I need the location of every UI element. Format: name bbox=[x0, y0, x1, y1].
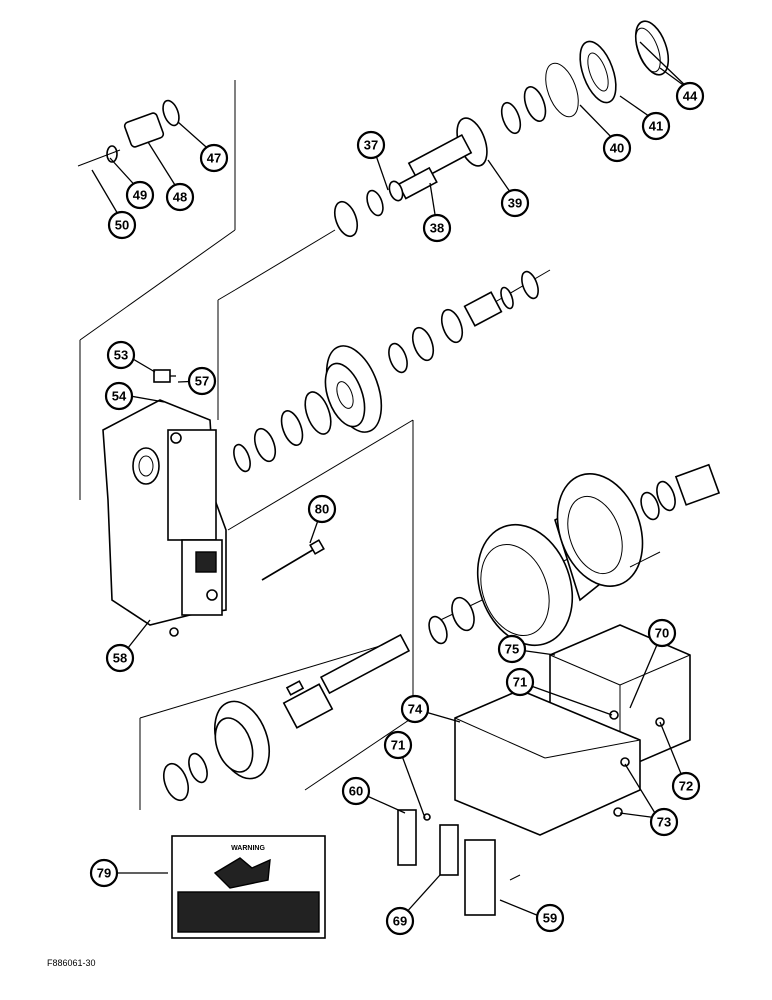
svg-text:44: 44 bbox=[683, 89, 698, 104]
svg-text:59: 59 bbox=[543, 911, 557, 926]
callout-49: 49 bbox=[125, 180, 155, 210]
svg-text:71: 71 bbox=[391, 738, 405, 753]
callout-57: 57 bbox=[187, 366, 217, 396]
svg-text:57: 57 bbox=[195, 374, 209, 389]
yoke-assembly bbox=[77, 99, 180, 167]
svg-text:37: 37 bbox=[364, 138, 378, 153]
svg-text:69: 69 bbox=[393, 914, 407, 929]
svg-text:74: 74 bbox=[408, 702, 423, 717]
callout-69: 69 bbox=[385, 906, 415, 936]
svg-text:80: 80 bbox=[315, 502, 329, 517]
callout-74: 74 bbox=[400, 694, 430, 724]
svg-text:58: 58 bbox=[113, 651, 127, 666]
callout-80: 80 bbox=[307, 494, 337, 524]
callout-44: 44 bbox=[675, 81, 705, 111]
callout-47: 47 bbox=[199, 143, 229, 173]
callout-73: 73 bbox=[649, 807, 679, 837]
callout-60: 60 bbox=[341, 776, 371, 806]
gearbox-housing bbox=[102, 369, 227, 637]
callout-39: 39 bbox=[500, 188, 530, 218]
flange-housing bbox=[476, 463, 721, 647]
shield-brackets bbox=[397, 624, 691, 916]
svg-text:75: 75 bbox=[505, 642, 519, 657]
callout-40: 40 bbox=[602, 133, 632, 163]
upper-shaft-assembly bbox=[333, 20, 670, 238]
svg-text:40: 40 bbox=[610, 141, 624, 156]
callout-54: 54 bbox=[104, 381, 134, 411]
svg-text:41: 41 bbox=[649, 119, 663, 134]
svg-text:48: 48 bbox=[173, 190, 187, 205]
callout-71-upper: 71 bbox=[505, 667, 535, 697]
svg-text:53: 53 bbox=[114, 348, 128, 363]
svg-text:50: 50 bbox=[115, 218, 129, 233]
svg-text:70: 70 bbox=[655, 626, 669, 641]
callout-50: 50 bbox=[107, 210, 137, 240]
svg-text:39: 39 bbox=[508, 196, 522, 211]
svg-text:71: 71 bbox=[513, 675, 527, 690]
callout-59: 59 bbox=[535, 903, 565, 933]
callout-71-lower: 71 bbox=[383, 730, 413, 760]
callout-53: 53 bbox=[106, 340, 136, 370]
callout-58: 58 bbox=[105, 643, 135, 673]
callout-79: 79 bbox=[89, 858, 119, 888]
svg-text:54: 54 bbox=[112, 389, 127, 404]
callout-48: 48 bbox=[165, 182, 195, 212]
svg-text:79: 79 bbox=[97, 866, 111, 881]
svg-text:47: 47 bbox=[207, 151, 221, 166]
callout-70: 70 bbox=[647, 618, 677, 648]
svg-text:73: 73 bbox=[657, 815, 671, 830]
svg-text:72: 72 bbox=[679, 779, 693, 794]
middle-shaft-assembly bbox=[233, 270, 539, 473]
long-bolt bbox=[261, 539, 325, 581]
svg-text:38: 38 bbox=[430, 221, 444, 236]
svg-text:49: 49 bbox=[133, 188, 147, 203]
lower-shaft-assembly bbox=[162, 596, 475, 802]
callout-41: 41 bbox=[641, 111, 671, 141]
callout-75: 75 bbox=[497, 634, 527, 664]
callout-37: 37 bbox=[356, 130, 386, 160]
warning-decal: WARNING bbox=[171, 835, 326, 939]
warning-decal-header: WARNING bbox=[231, 845, 265, 852]
figure-code: F886061-30 bbox=[47, 958, 96, 968]
svg-text:60: 60 bbox=[349, 784, 363, 799]
callout-38: 38 bbox=[422, 213, 452, 243]
callout-72: 72 bbox=[671, 771, 701, 801]
